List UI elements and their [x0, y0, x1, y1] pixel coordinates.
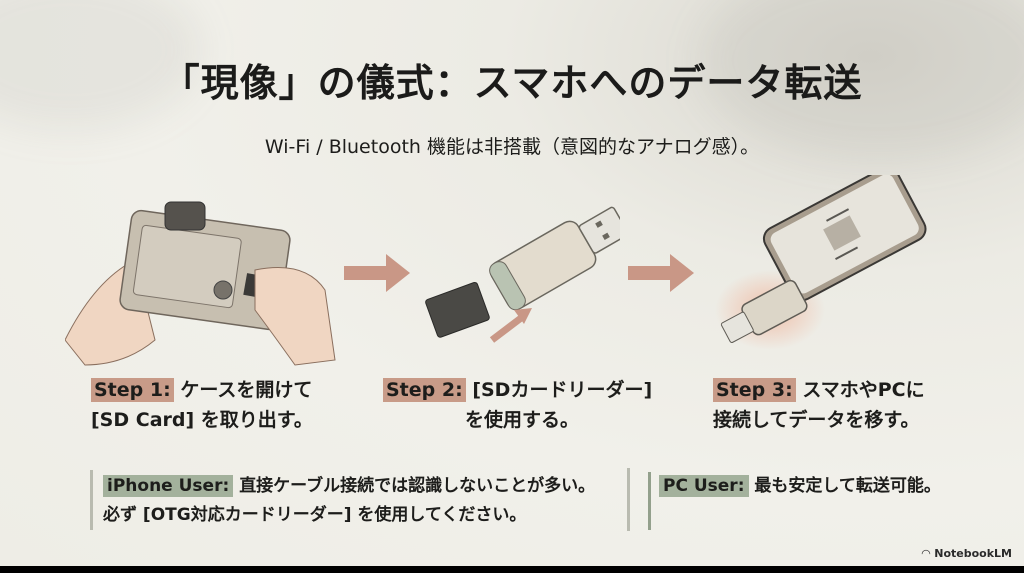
slide-title: 「現像」の儀式：スマホへのデータ転送 [161, 60, 863, 105]
note-pc-tag: PC User: [659, 475, 749, 497]
step-1-line1: ケースを開けて [180, 379, 313, 401]
note-pc-line1: 最も安定して転送可能。 [754, 476, 941, 496]
note-iphone-line1: 直接ケーブル接続では認識しないことが多い。 [239, 476, 596, 496]
slide-subtitle: Wi-Fi / Bluetooth 機能は非搭載（意図的なアナログ感）。 [264, 136, 760, 158]
step-1-line2: [SD Card] を取り出す。 [91, 409, 313, 431]
step-arrow-2 [628, 254, 694, 292]
sd-card-reader-illustration [425, 206, 620, 343]
step-2: Step 2: [SDカードリーダー] を使用する。 [383, 375, 652, 435]
step-arrow-1 [344, 254, 410, 292]
camera-sd-removal-illustration [65, 201, 336, 366]
step-3: Step 3: スマホやPCに 接続してデータを移す。 [713, 375, 925, 435]
step-2-tag: Step 2: [383, 378, 466, 402]
step-3-line2: 接続してデータを移す。 [713, 409, 920, 431]
note-iphone-line2: 必ず [OTG対応カードリーダー] を使用してください。 [103, 505, 527, 525]
note-accent-bar [648, 472, 651, 530]
notebooklm-logo-icon: ◠ [921, 547, 931, 560]
step-3-tag: Step 3: [713, 378, 796, 402]
note-iphone-tag: iPhone User: [103, 475, 234, 497]
phone-card-reader-illustration [715, 175, 927, 350]
step-2-line2: を使用する。 [465, 409, 580, 431]
brand-watermark: ◠ NotebookLM [922, 547, 1012, 560]
note-iphone: iPhone User: 直接ケーブル接続では認識しないことが多い。 必ず [O… [103, 472, 595, 530]
brand-label: NotebookLM [934, 547, 1012, 560]
note-divider [90, 470, 93, 530]
step-3-line1: スマホやPCに [802, 379, 925, 401]
step-1-tag: Step 1: [91, 378, 174, 402]
step-2-line1: [SDカードリーダー] [472, 379, 653, 401]
note-divider [627, 468, 630, 531]
step-1: Step 1: ケースを開けて [SD Card] を取り出す。 [91, 375, 313, 435]
note-pc: PC User: 最も安定して転送可能。 [659, 472, 941, 501]
